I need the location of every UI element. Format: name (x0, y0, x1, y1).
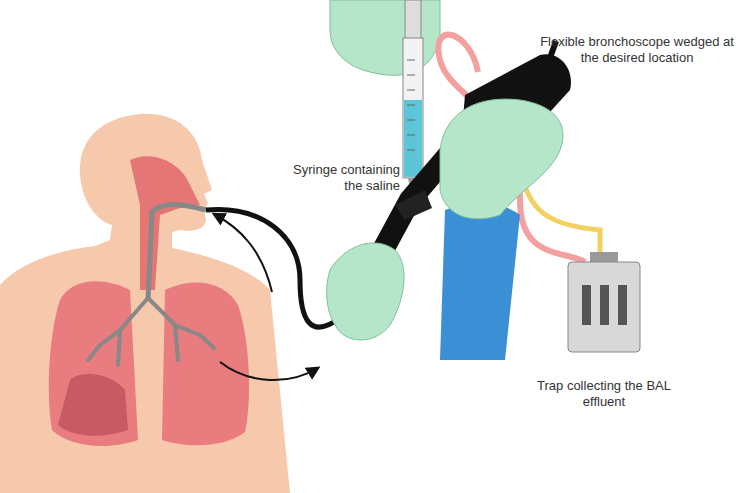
insertion-tube (206, 209, 340, 327)
left-lung (49, 281, 138, 446)
syringe (403, 0, 423, 198)
patient-figure (0, 114, 290, 493)
right-lung (162, 283, 249, 446)
motion-arrow (214, 214, 272, 292)
callout-label: Trap collecting the BAL effluent (524, 378, 684, 410)
motion-arrow (220, 362, 318, 380)
callout-label: Syringe containing the saline (290, 162, 400, 194)
glove-hand (440, 99, 563, 219)
callout-label: Flexible bronchoscope wedged at the desi… (540, 34, 734, 66)
glove-hand (327, 243, 404, 340)
sleeve (440, 203, 520, 360)
trap (568, 252, 640, 352)
